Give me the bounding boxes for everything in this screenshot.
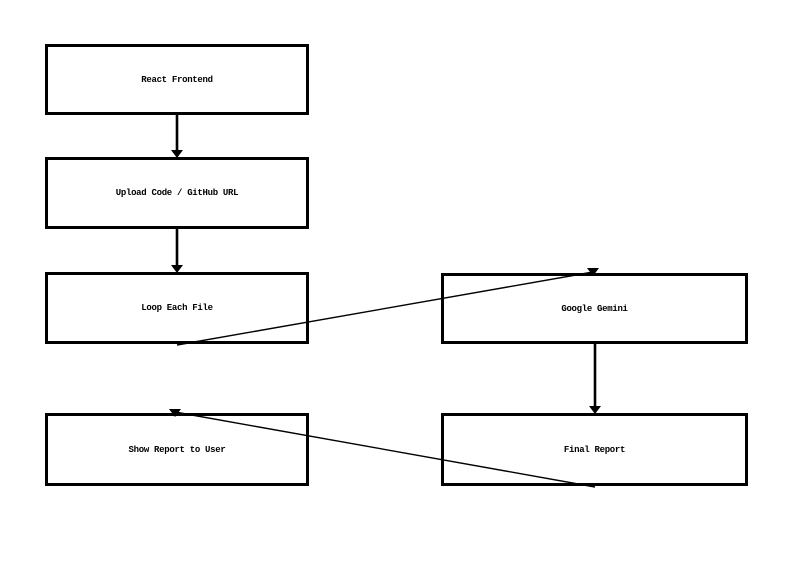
node-loop-each-file-label: Loop Each File: [141, 303, 213, 313]
node-final-report: Final Report: [441, 413, 748, 486]
edge-react-frontend-to-upload-code: [171, 114, 183, 158]
edge-upload-code-to-loop-each-file: [171, 229, 183, 273]
node-google-gemini-label: Google Gemini: [561, 303, 628, 314]
node-show-report-to-user: Show Report to User: [45, 413, 309, 486]
node-react-frontend: React Frontend: [45, 44, 309, 115]
node-react-frontend-label: React Frontend: [141, 74, 213, 85]
node-google-gemini: Google Gemini: [441, 273, 748, 344]
node-show-report-to-user-label: Show Report to User: [128, 444, 226, 455]
node-loop-each-file: Loop Each File: [45, 272, 309, 344]
edge-google-gemini-to-final-report: [589, 343, 601, 414]
node-final-report-label: Final Report: [563, 444, 626, 455]
node-upload-code-github-url-label: Upload Code / GitHub URL: [115, 188, 239, 198]
node-upload-code-github-url: Upload Code / GitHub URL: [45, 157, 309, 229]
